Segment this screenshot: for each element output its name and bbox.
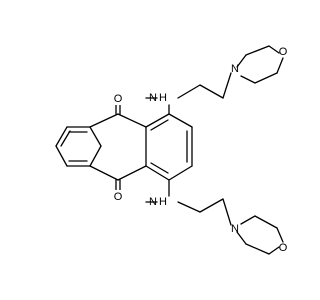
morpholine-nitrogen-top: N	[231, 63, 239, 75]
double-bond-inner	[150, 119, 169, 131]
bond	[236, 54, 247, 68]
bond	[240, 75, 256, 84]
morpholine-oxygen-top: O	[279, 46, 288, 58]
bond	[55, 126, 68, 147]
bond	[240, 215, 256, 225]
bond	[276, 227, 284, 243]
left-benzene-ring	[55, 126, 102, 167]
bond	[145, 113, 170, 128]
ketone-oxygen-top: O	[114, 93, 123, 105]
amine-hydrogen-top: H	[159, 92, 167, 104]
morpholine-oxygen-bottom: O	[279, 242, 288, 254]
bond	[199, 84, 224, 99]
bond	[222, 72, 232, 99]
amine-nitrogen-top: N	[149, 92, 157, 104]
double-bond-inner	[150, 162, 169, 174]
bond	[199, 198, 224, 213]
atom-labels: O O N H N H N O N O	[112, 46, 288, 254]
bond	[254, 215, 278, 229]
bond	[245, 45, 270, 56]
bond	[89, 113, 119, 128]
amine-nitrogen-bottom: N	[149, 196, 157, 208]
bond	[268, 246, 280, 255]
bond	[236, 231, 247, 245]
bond	[168, 113, 193, 128]
structure-diagram: O O N H N H N O N O	[55, 45, 288, 255]
bond	[145, 165, 170, 181]
double-bond-inner	[60, 130, 71, 147]
bond	[222, 198, 232, 226]
bond	[168, 165, 193, 181]
central-quinone-ring	[89, 103, 147, 191]
bond	[89, 165, 119, 181]
bond	[245, 243, 270, 255]
bond	[276, 57, 284, 74]
morpholine-nitrogen-bottom: N	[231, 223, 239, 235]
right-aromatic-ring	[145, 113, 193, 181]
bond	[268, 45, 280, 54]
bottom-morpholine-ring	[236, 215, 284, 255]
bond	[177, 84, 201, 99]
bond	[117, 113, 147, 128]
ketone-oxygen-bottom: O	[114, 191, 123, 203]
bond	[89, 145, 102, 167]
bottom-side-chain	[145, 179, 232, 226]
bond	[89, 126, 102, 147]
bond	[55, 145, 68, 167]
bond	[177, 201, 201, 213]
top-side-chain	[145, 72, 232, 115]
amine-hydrogen-bottom: H	[159, 196, 167, 208]
bond	[117, 165, 147, 181]
molecule-svg: O O N H N H N O N O	[55, 45, 288, 255]
top-morpholine-ring	[236, 45, 284, 84]
bond	[254, 72, 278, 84]
